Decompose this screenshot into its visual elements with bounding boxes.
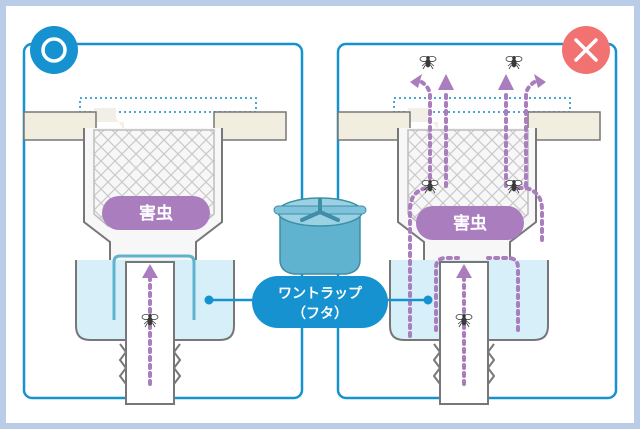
cross-mark-glyph bbox=[574, 38, 598, 62]
callout-line2: （フタ） bbox=[292, 306, 348, 322]
callout-label-pill bbox=[252, 276, 388, 328]
trap-lid-icon bbox=[273, 197, 367, 275]
blocked-path-arrowhead bbox=[142, 264, 158, 278]
escape-arrowhead bbox=[498, 74, 514, 90]
callout-line1: ワントラップ bbox=[278, 286, 363, 302]
pest-label-bad: 害虫 bbox=[453, 213, 487, 234]
trap-cup-good bbox=[112, 254, 196, 320]
pest-badge-good bbox=[102, 196, 210, 230]
pest-badge-bad bbox=[416, 206, 524, 240]
escape-arrowhead bbox=[410, 74, 422, 88]
circle-mark-glyph bbox=[41, 37, 67, 63]
callout-dot-right bbox=[423, 295, 433, 305]
panel-bad: 害虫 bbox=[336, 26, 618, 405]
escape-arrowhead bbox=[534, 74, 546, 88]
pest-label-good: 害虫 bbox=[139, 203, 173, 224]
circle-mark-icon bbox=[30, 26, 78, 74]
callout: ワントラップ （フタ） bbox=[204, 197, 433, 328]
panel-good: 害虫 bbox=[22, 26, 304, 405]
callout-dot-left bbox=[204, 295, 214, 305]
escape-arrowhead bbox=[438, 74, 454, 90]
escape-arrowhead bbox=[456, 264, 472, 278]
